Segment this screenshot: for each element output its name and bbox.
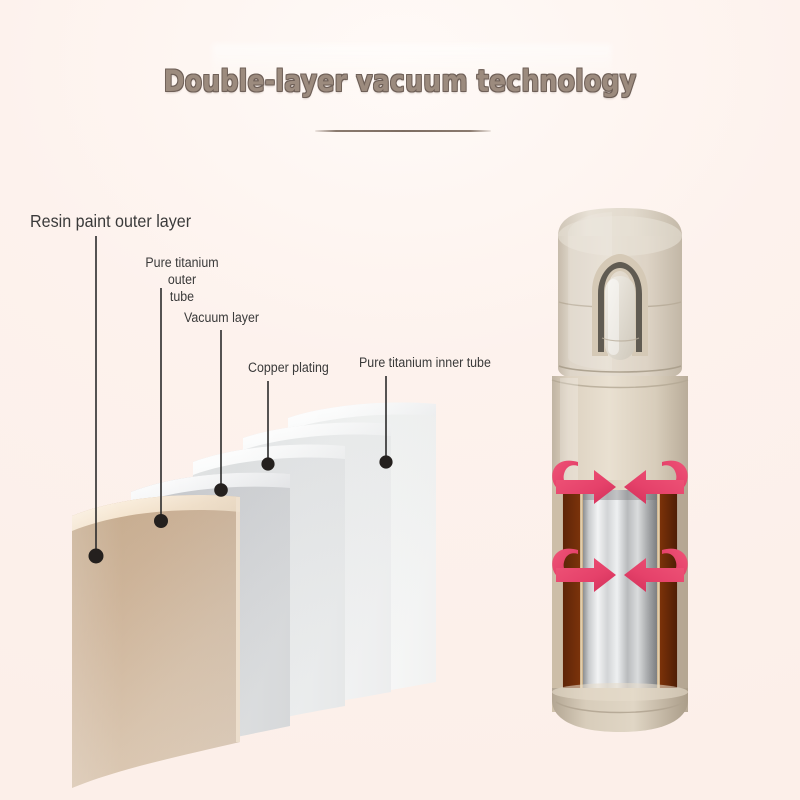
arrow-right-upper [624, 460, 688, 504]
callout-label-copper-plating: Copper plating [248, 360, 329, 375]
leader-dot-pure-titanium-inner-tube [379, 455, 393, 469]
vacuum-gap-right [657, 490, 660, 712]
page-title: Double-layer vacuum technology [163, 64, 637, 98]
callout-label-pure-titanium-inner-tube: Pure titanium inner tube [359, 355, 491, 370]
arrow-left-upper [552, 460, 616, 504]
leader-dot-vacuum-layer [214, 483, 228, 497]
latch-button-face[interactable] [605, 276, 635, 360]
panel-resin-paint-outer-layer [72, 495, 240, 788]
arrow-left-lower [552, 548, 616, 592]
callout-label-vacuum-layer: Vacuum layer [184, 310, 260, 325]
leader-dot-resin-paint-outer-layer [88, 548, 104, 564]
flask-base [552, 683, 688, 732]
callout-label-pure-titanium-outer-tube: Pure titanium outer tube [145, 255, 219, 304]
vacuum-gap-left [580, 490, 583, 712]
title-divider [315, 130, 491, 132]
heat-retention-arrows [552, 460, 688, 592]
callout-label-resin-paint-outer-layer: Resin paint outer layer [30, 211, 192, 231]
exploded-layers-diagram [72, 236, 436, 788]
leader-dot-copper-plating [261, 457, 275, 471]
arrow-right-lower [624, 548, 688, 592]
flask-body-cutaway [552, 480, 688, 728]
pure-titanium-inner-tube [583, 490, 657, 712]
lid-latch-button[interactable] [592, 254, 648, 360]
flask-collar [551, 376, 689, 496]
vacuum-flask-illustration [551, 208, 689, 732]
leader-lines [88, 236, 393, 564]
leader-dot-pure-titanium-outer-tube [154, 514, 168, 528]
